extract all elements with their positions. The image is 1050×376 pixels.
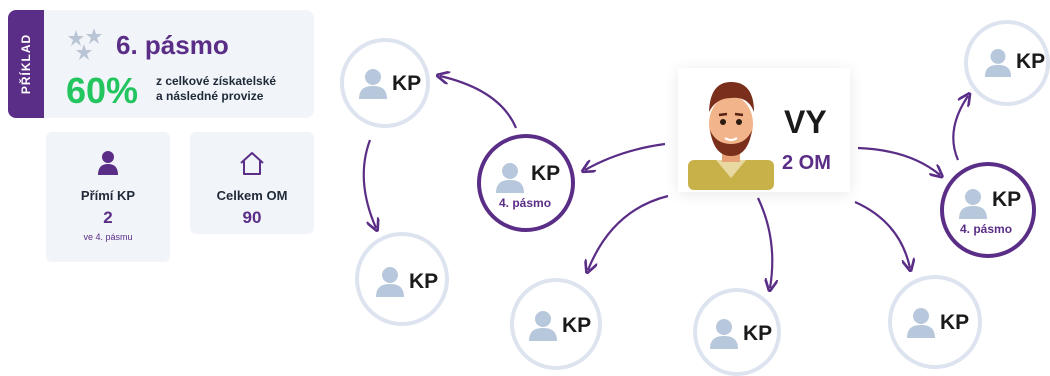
percent-description: z celkové získatelské a následné provize	[156, 74, 306, 104]
kp-node: KP	[693, 288, 781, 376]
arrow-kp-left-to-top	[440, 76, 518, 129]
person-icon	[984, 49, 1012, 77]
percent-value: 60%	[66, 70, 139, 111]
kp-label: KP	[992, 188, 1022, 211]
person-icon	[529, 311, 557, 341]
total-om-card: Celkem OM 90	[190, 132, 314, 234]
person-icon	[710, 319, 738, 349]
arrow-top-to-bottom-left	[362, 139, 376, 228]
direct-kp-sub: ve 4. pásmu	[83, 232, 133, 242]
kp-node: KP	[510, 278, 602, 370]
arrow-you-to-kp-left	[585, 142, 666, 170]
kp-node-zone: KP 4. pásmo	[477, 134, 575, 232]
kp-zone-label: 4. pásmo	[499, 196, 552, 210]
person-icon	[359, 69, 387, 99]
you-om-count: 2 OM	[782, 152, 831, 174]
person-icon	[98, 151, 118, 175]
arrow-you-to-bottom1	[588, 194, 669, 270]
direct-kp-card: Přímí KP 2 ve 4. pásmu	[46, 132, 170, 262]
avatar	[688, 82, 774, 190]
person-icon	[907, 308, 935, 338]
you-title: VY	[784, 104, 827, 140]
arrow-you-to-bottom2	[757, 197, 772, 288]
kp-node: KP	[888, 275, 982, 369]
priklad-tab: PŘÍKLAD	[8, 10, 44, 118]
kp-label: KP	[562, 314, 592, 337]
kp-label: KP	[409, 270, 439, 293]
kp-label: KP	[531, 162, 561, 185]
direct-kp-value: 2	[103, 208, 113, 227]
total-om-value: 90	[242, 208, 262, 227]
zone-title: 6. pásmo	[116, 30, 229, 60]
direct-kp-label: Přímí KP	[80, 188, 136, 203]
kp-node: KP	[964, 20, 1050, 106]
kp-label: KP	[940, 311, 970, 334]
total-om-label: Celkem OM	[216, 188, 288, 203]
person-icon	[376, 267, 404, 297]
kp-label: KP	[1016, 50, 1046, 73]
home-icon	[240, 152, 264, 175]
person-icon	[959, 189, 987, 219]
kp-node-zone: KP 4. pásmo	[940, 162, 1036, 258]
kp-zone-label: 4. pásmo	[960, 222, 1013, 236]
percent-desc-line1: z celkové získatelské	[156, 74, 277, 88]
kp-label: KP	[743, 322, 773, 345]
kp-label: KP	[392, 72, 422, 95]
stars-icon	[68, 28, 102, 60]
person-icon	[496, 163, 524, 193]
zone-card	[44, 10, 314, 118]
kp-node: KP	[355, 232, 449, 326]
kp-node: KP	[340, 38, 430, 128]
percent-desc-line2: a následné provize	[156, 89, 264, 103]
arrow-you-to-right	[857, 146, 940, 175]
arrow-you-to-bottom3	[854, 200, 910, 268]
arrow-right-to-top	[952, 96, 968, 161]
